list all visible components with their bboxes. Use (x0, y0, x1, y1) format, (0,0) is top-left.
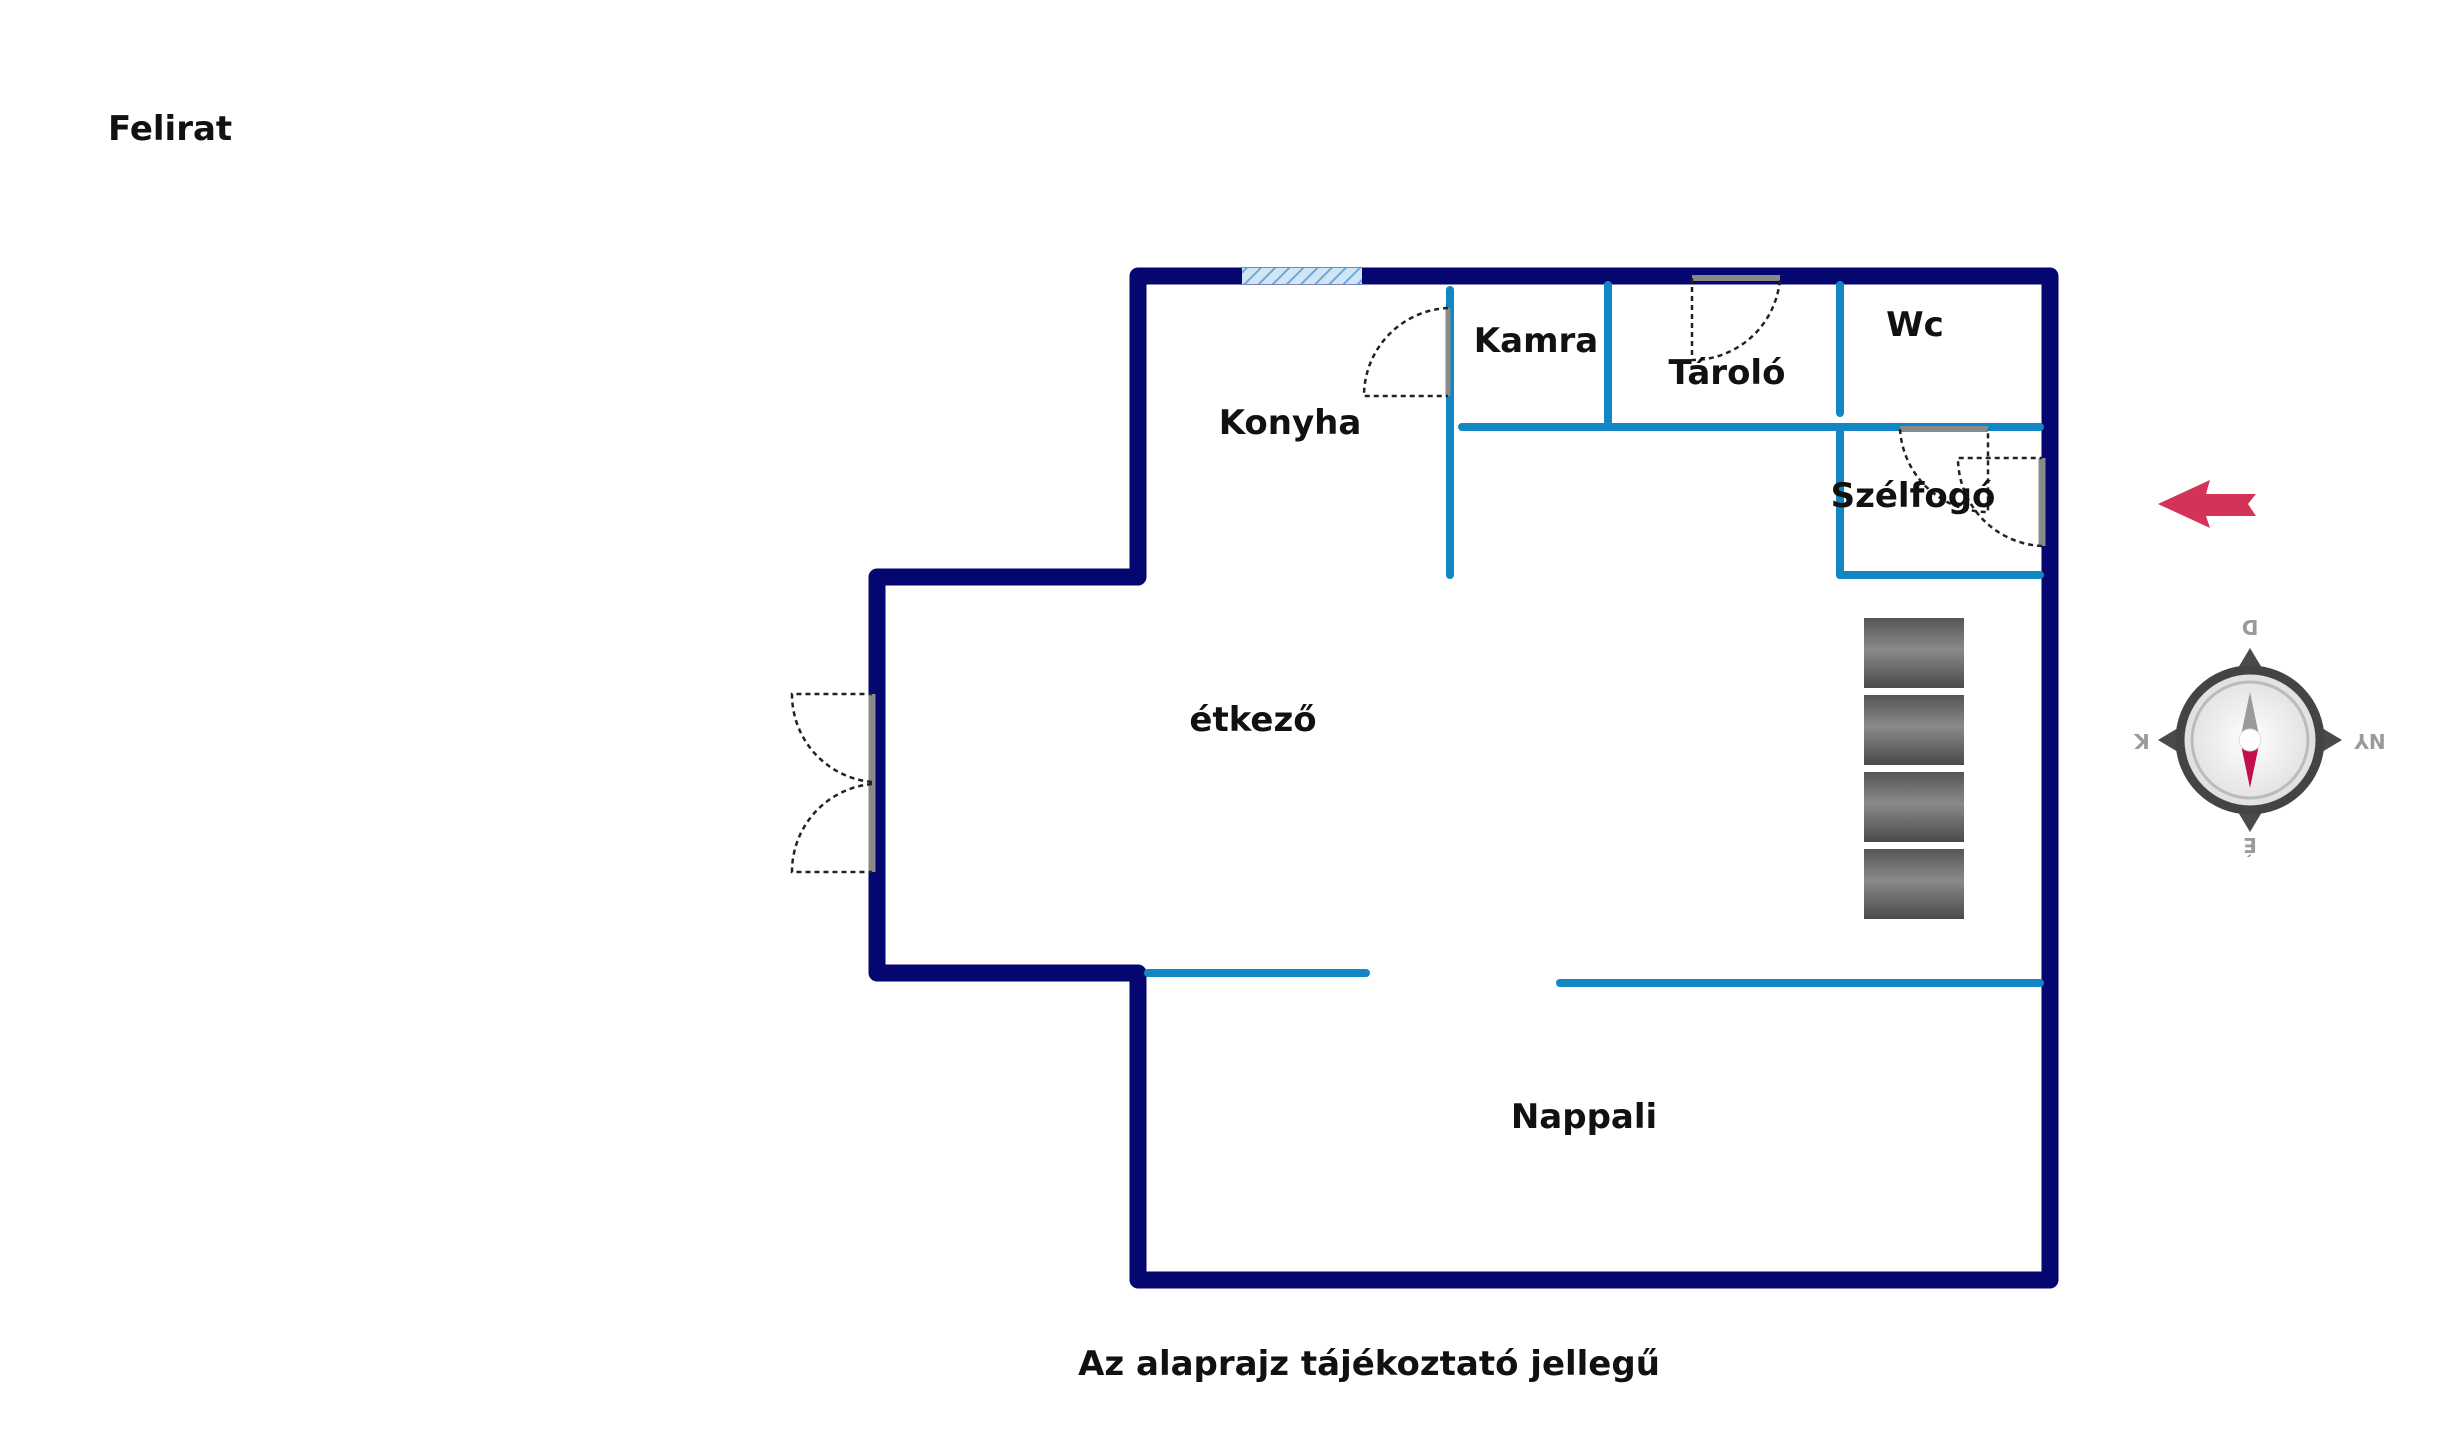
compass-label-south: D (2242, 615, 2259, 639)
footer-note: Az alaprajz tájékoztató jellegű (1078, 1344, 1660, 1384)
compass-label-west: NY (2354, 729, 2386, 753)
page-title: Felirat (108, 109, 232, 149)
room-label-konyha: Konyha (1219, 403, 1362, 443)
room-label-wc: Wc (1886, 305, 1944, 345)
room-label-szelfogo: Szélfogó (1831, 476, 1996, 516)
compass-label-north: É (2243, 833, 2257, 857)
room-label-kamra: Kamra (1474, 321, 1598, 361)
compass-label-east: K (2133, 729, 2150, 753)
kitchen-window (1242, 268, 1362, 284)
stairs (1864, 618, 1964, 919)
dining-double-door (790, 692, 876, 874)
room-label-nappali: Nappali (1511, 1097, 1657, 1137)
kamra-door (1362, 306, 1451, 398)
entrance-door (1956, 456, 2046, 548)
room-label-etkezo: étkező (1189, 700, 1316, 740)
tarolo-door (1690, 275, 1782, 362)
room-label-tarolo: Tároló (1669, 353, 1786, 393)
outer-wall (868, 267, 2059, 1289)
entrance-arrow-icon (2158, 480, 2256, 528)
compass-icon (2158, 648, 2342, 832)
